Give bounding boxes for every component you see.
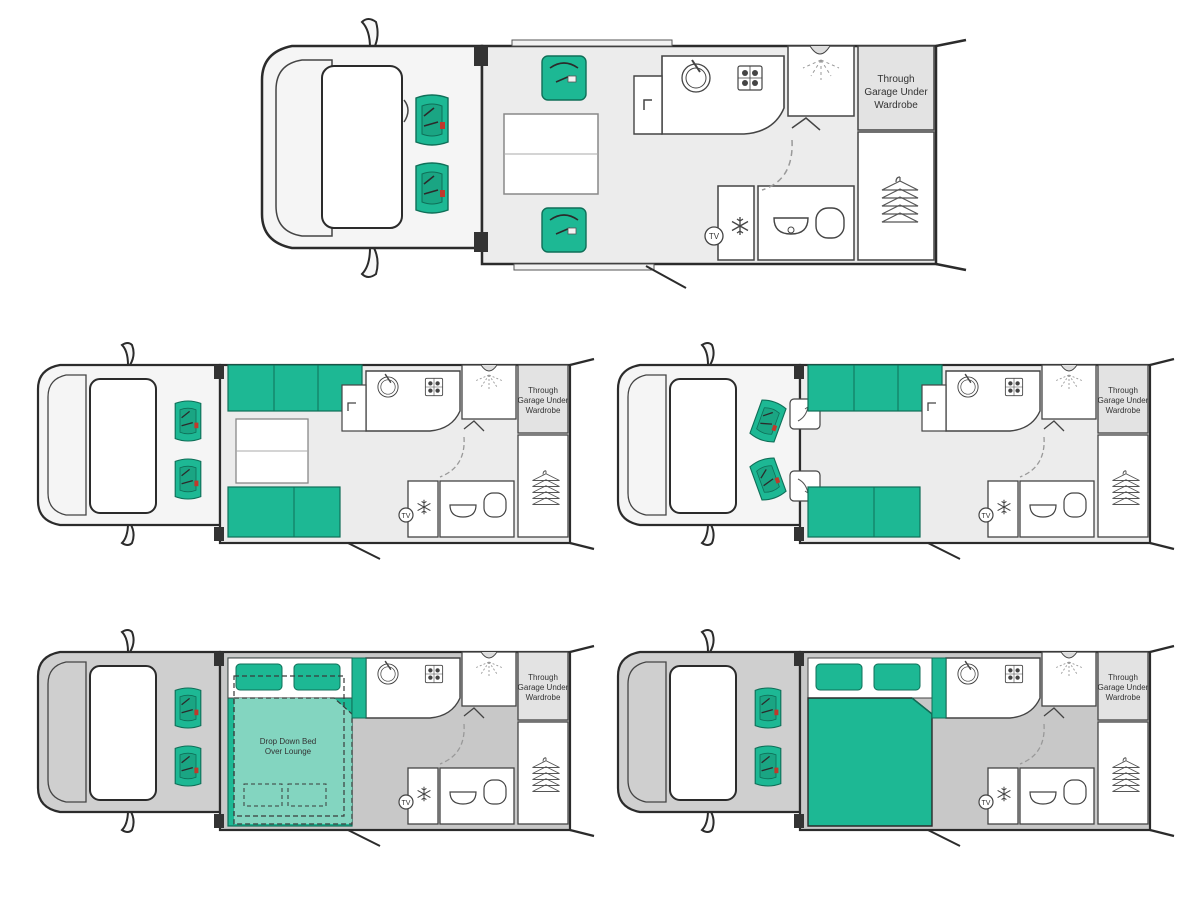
tv-label: TV	[402, 800, 411, 807]
garage-label-line2: Garage Under	[1098, 683, 1149, 692]
layout-day-lounge: TV Through Garage Under Wardrobe	[36, 342, 595, 560]
garage-label-line1: Through	[1108, 386, 1138, 395]
garage-label-line2: Garage Under	[518, 396, 569, 405]
layout-day-driving: TV Through Garage Under Wardrobe	[260, 18, 967, 289]
tv-label: TV	[709, 232, 720, 241]
garage-label-line2: Garage Under	[518, 683, 569, 692]
layout-night-bed: TV Through Garage Under Wardrobe	[616, 629, 1175, 847]
garage-label-line1: Through	[528, 386, 558, 395]
garage-label-line2: Garage Under	[864, 87, 928, 98]
garage-label-line3: Wardrobe	[526, 406, 561, 415]
tv-label: TV	[402, 513, 411, 520]
garage-label-line1: Through	[877, 74, 914, 85]
layout-night-drop-down: Drop Down Bed Over Lounge TV Through Gar…	[36, 629, 595, 847]
garage-label-line3: Wardrobe	[1106, 693, 1141, 702]
garage-label-line3: Wardrobe	[874, 100, 918, 111]
garage-label-line1: Through	[1108, 673, 1138, 682]
garage-label-line2: Garage Under	[1098, 396, 1149, 405]
tv-label: TV	[982, 800, 991, 807]
drop-down-bed-label-line1: Drop Down Bed	[260, 737, 316, 746]
garage-label-line3: Wardrobe	[1106, 406, 1141, 415]
tv-label: TV	[982, 513, 991, 520]
drop-down-bed-label-line2: Over Lounge	[265, 747, 312, 756]
layout-day-lounge-swivel: TV Through Garage Under Wardrobe	[616, 342, 1175, 560]
garage-label-line3: Wardrobe	[526, 693, 561, 702]
garage-label-line1: Through	[528, 673, 558, 682]
